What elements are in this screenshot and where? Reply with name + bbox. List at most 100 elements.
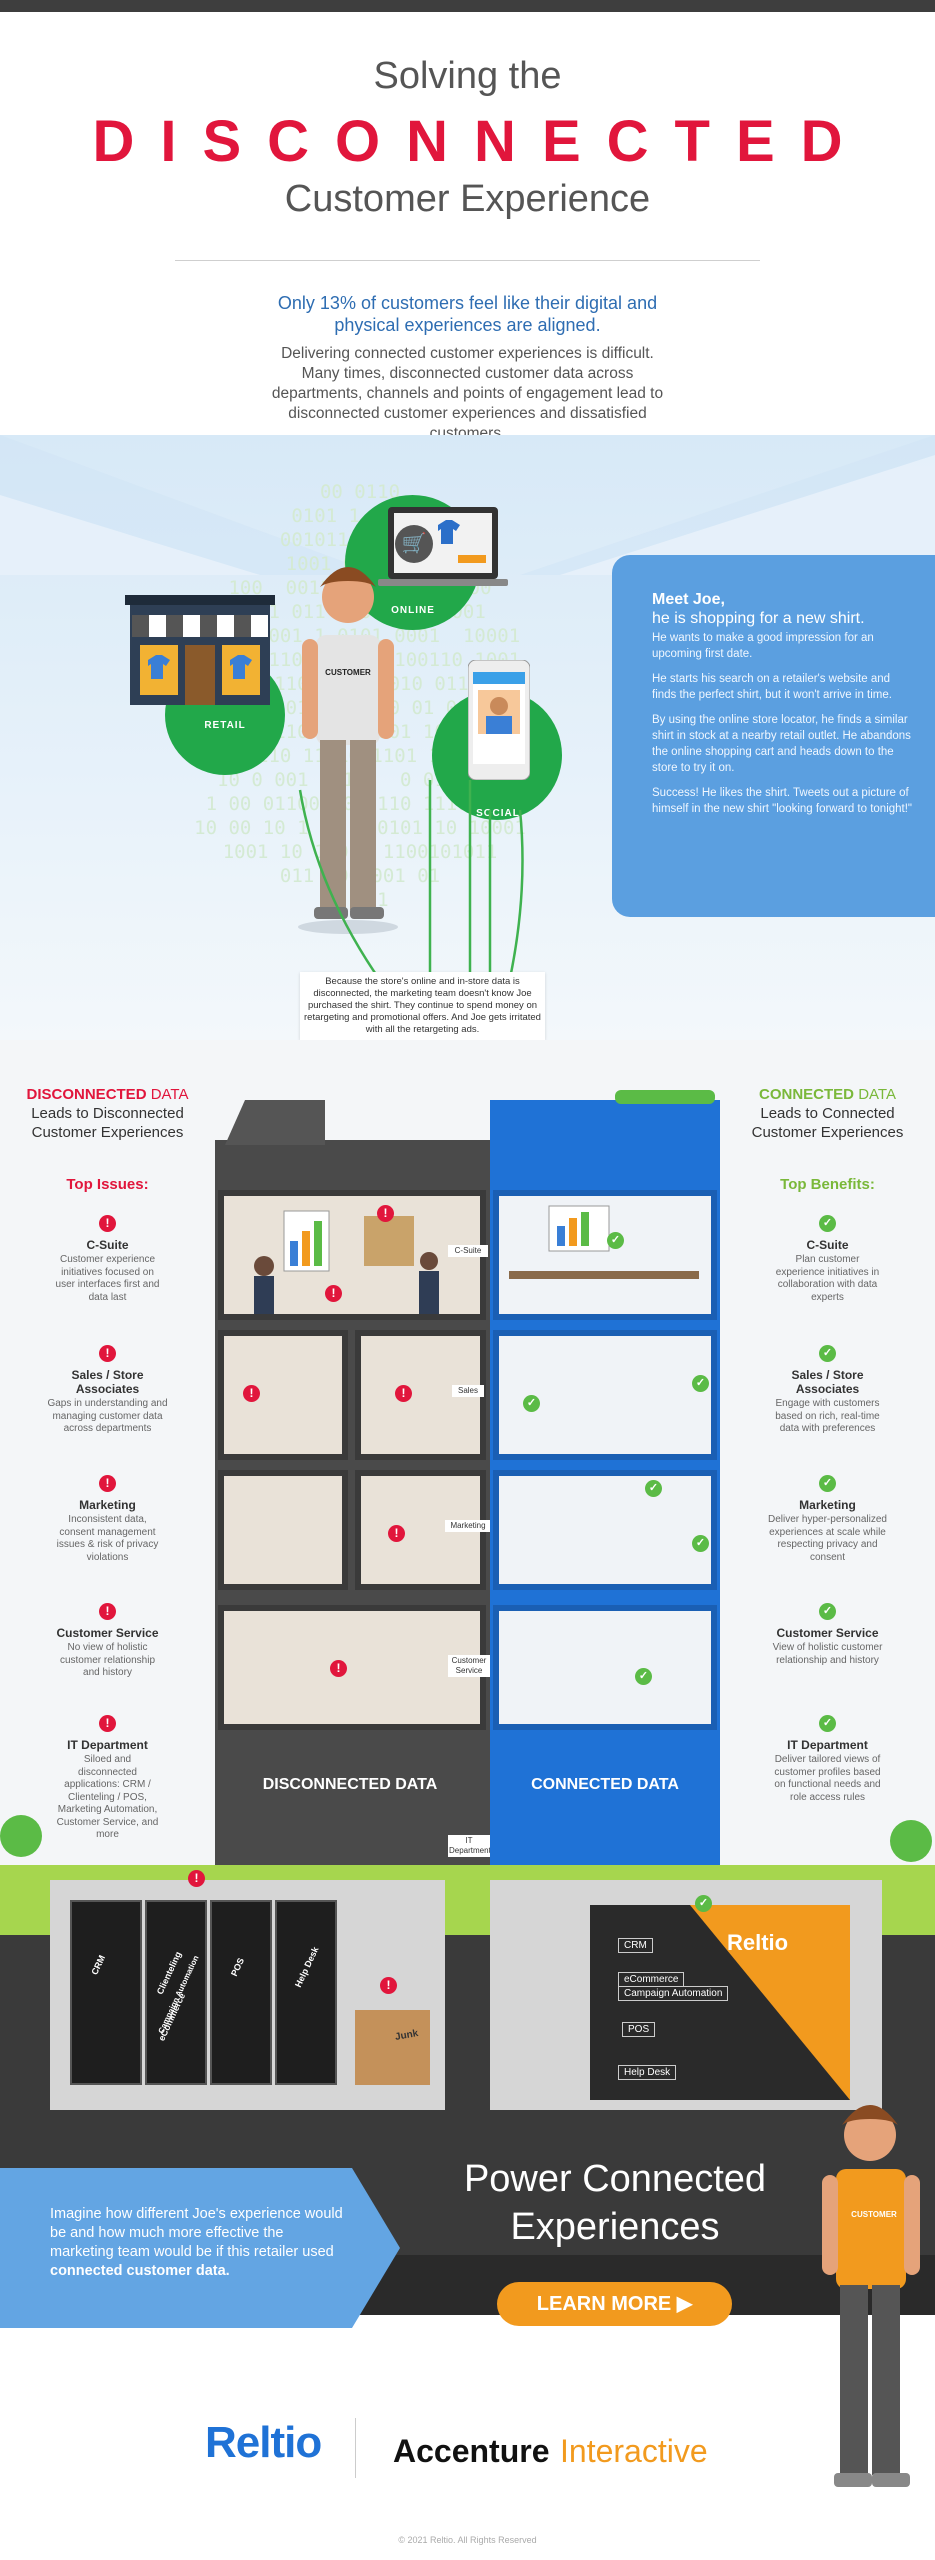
joe-heading: Meet Joe, [652, 591, 725, 608]
issue-desc: Inconsistent data, consent management is… [56, 1514, 159, 1563]
check-icon: ✓ [819, 1603, 836, 1620]
dept-label-c-suite: C-Suite [448, 1245, 488, 1257]
check-icon: ✓ [645, 1480, 662, 1497]
cta-arrow-banner [0, 2168, 400, 2328]
issue-item: ! Sales / Store Associates Gaps in under… [15, 1345, 200, 1436]
server-rack-crm [70, 1900, 142, 2085]
dept-label-it: IT Department [448, 1835, 491, 1857]
joe-shirt-label: CUSTOMER [325, 668, 371, 677]
benefit-title: IT Department [787, 1738, 868, 1752]
retail-label: RETAIL [204, 720, 246, 731]
joe-bottom-shirt-label: CUSTOMER [851, 2210, 897, 2219]
disconnected-building-caption: DISCONNECTED DATA [262, 1776, 438, 1793]
title-line-3: Customer Experience [284, 178, 651, 220]
check-icon: ✓ [819, 1345, 836, 1362]
reltio-logo: Reltio [205, 2418, 322, 2467]
top-issues-title: Top Issues: [66, 1176, 149, 1193]
floor-c-suite [218, 1190, 486, 1320]
joe-paragraph-1: He wants to make a good impression for a… [652, 632, 874, 660]
check-icon: ✓ [819, 1215, 836, 1232]
server-rack-helpdesk [275, 1900, 337, 2085]
cta-arrow-text-body: Imagine how different Joe's experience w… [50, 2206, 343, 2260]
floor-c-suite-connected [493, 1190, 717, 1320]
alert-icon: ! [377, 1205, 394, 1222]
benefit-title: C-Suite [806, 1238, 849, 1252]
divider-rule [175, 260, 760, 261]
issue-item: ! C-Suite Customer experience initiative… [15, 1215, 200, 1304]
benefit-desc: Plan customer experience initiatives in … [775, 1254, 880, 1303]
alert-icon: ! [325, 1285, 342, 1302]
tree [890, 1820, 932, 1862]
joe-character-bottom [808, 2095, 928, 2495]
alert-icon: ! [99, 1215, 116, 1232]
rack-label-pos: POS [622, 2022, 656, 2037]
floor-customer-service-connected [493, 1605, 717, 1730]
joe-paragraph-2: He starts his search on a retailer's web… [652, 673, 892, 701]
server-rack-clienteling [145, 1900, 207, 2085]
issue-desc: Customer experience initiatives focused … [55, 1254, 160, 1303]
disconnected-heading-rest: DATA [146, 1086, 189, 1103]
joe-paragraph-3: By using the online store locator, he fi… [652, 714, 911, 774]
benefit-item: ✓ IT Department Deliver tailored views o… [735, 1715, 920, 1804]
rack-label-campaign-automation: Campaign Automation [618, 1986, 729, 2001]
check-icon: ✓ [819, 1715, 836, 1732]
logo-area [0, 2385, 935, 2560]
alert-icon: ! [388, 1525, 405, 1542]
title-line-1: Solving the [373, 55, 562, 97]
issue-item: ! Customer Service No view of holistic c… [15, 1603, 200, 1680]
check-icon: ✓ [692, 1375, 709, 1392]
lead-body: Delivering connected customer experience… [271, 345, 664, 442]
benefit-title: Marketing [799, 1498, 856, 1512]
logo-divider [355, 2418, 356, 2478]
roof-garden [615, 1090, 715, 1104]
connected-heading-rest: DATA [854, 1086, 896, 1103]
benefit-title: Sales / Store Associates [791, 1368, 864, 1396]
check-icon: ✓ [635, 1668, 652, 1685]
issue-desc: Siloed and disconnected applications: CR… [56, 1754, 159, 1840]
benefit-title: Customer Service [776, 1626, 879, 1640]
tree [0, 1815, 42, 1857]
connected-building-caption: CONNECTED DATA [531, 1776, 679, 1793]
check-icon: ✓ [523, 1395, 540, 1412]
issue-desc: Gaps in understanding and managing custo… [47, 1398, 168, 1434]
check-icon: ✓ [607, 1232, 624, 1249]
accenture-logo: Accenture [393, 2433, 550, 2469]
phone-illustration [467, 659, 531, 781]
benefit-desc: Engage with customers based on rich, rea… [775, 1398, 880, 1434]
learn-more-button[interactable]: LEARN MORE ▶ [497, 2282, 732, 2326]
floor-marketing-left [218, 1470, 348, 1590]
cta-arrow-text-bold: connected customer data. [50, 2263, 230, 2279]
alert-icon: ! [330, 1660, 347, 1677]
connected-heading: CONNECTED DATA [740, 1085, 915, 1104]
cta-headline: Power Connected Experiences [463, 2158, 767, 2248]
issue-title: Sales / Store Associates [71, 1368, 144, 1396]
top-bar [0, 0, 935, 12]
accenture-interactive-logo: Interactive [560, 2433, 708, 2469]
reltio-server-logo: Reltio [727, 1930, 789, 1955]
joe-paragraph-4: Success! He likes the shirt. Tweets out … [652, 787, 913, 815]
benefit-desc: Deliver hyper-personalized experiences a… [768, 1514, 887, 1563]
floor-marketing-connected [493, 1470, 717, 1590]
connected-subheading: Leads to Connected Customer Experiences [751, 1105, 904, 1141]
title-line-2: DISCONNECTED [92, 109, 869, 174]
benefit-item: ✓ Customer Service View of holistic cust… [735, 1603, 920, 1667]
disconnected-subheading: Leads to Disconnected Customer Experienc… [31, 1105, 184, 1141]
building-roof [225, 1100, 325, 1145]
store-illustration [120, 590, 280, 710]
issue-title: Marketing [79, 1498, 136, 1512]
floor-sales-left [218, 1330, 348, 1460]
copyright: © 2021 Reltio. All Rights Reserved [398, 2535, 537, 2545]
floor-customer-service [218, 1605, 486, 1730]
lead-highlight: Only 13% of customers feel like their di… [277, 293, 658, 335]
issue-title: Customer Service [56, 1626, 159, 1640]
issue-item: ! IT Department Siloed and disconnected … [15, 1715, 200, 1842]
online-label: ONLINE [391, 605, 435, 616]
benefit-desc: Deliver tailored views of customer profi… [774, 1754, 881, 1803]
disconnected-heading: DISCONNECTED DATA [20, 1085, 195, 1104]
issue-title: IT Department [67, 1738, 148, 1752]
benefit-desc: View of holistic customer relationship a… [772, 1642, 883, 1666]
server-rack-pos [210, 1900, 272, 2085]
sky-mountains [0, 435, 935, 575]
play-icon: ▶ [676, 2293, 693, 2315]
rack-label-ecommerce: eCommerce [618, 1972, 685, 1987]
